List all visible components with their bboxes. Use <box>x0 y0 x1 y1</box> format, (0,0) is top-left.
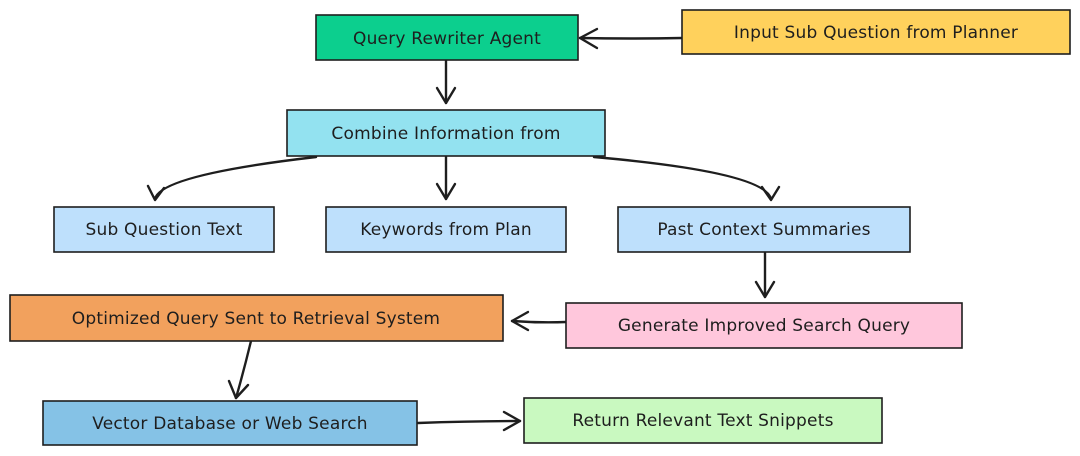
edges <box>146 27 781 432</box>
edge-combine-to-subquestion <box>146 155 318 202</box>
node-keywords-from-plan-label: Keywords from Plan <box>360 220 532 240</box>
node-generate-improved-query-box <box>565 302 963 349</box>
node-sub-question-text: Sub Question Text <box>53 206 275 253</box>
node-generate-improved-query-label: Generate Improved Search Query <box>618 316 910 336</box>
edge-pastcontext-to-generate <box>754 251 776 299</box>
node-query-rewriter-agent-label: Query Rewriter Agent <box>353 29 541 49</box>
node-vector-database-box <box>42 400 418 446</box>
node-past-context-summaries: Past Context Summaries <box>617 206 911 253</box>
node-query-rewriter-agent-box <box>315 14 579 61</box>
edge-input-to-rewriter <box>578 27 684 50</box>
node-optimized-query-box <box>9 294 504 342</box>
node-sub-question-text-box <box>53 206 275 253</box>
edge-combine-to-pastcontext <box>592 155 781 202</box>
node-input-sub-question-box <box>681 9 1071 55</box>
node-optimized-query: Optimized Query Sent to Retrieval System <box>9 294 504 342</box>
node-vector-database: Vector Database or Web Search <box>42 400 418 446</box>
node-generate-improved-query: Generate Improved Search Query <box>565 302 963 349</box>
node-keywords-from-plan-box <box>325 206 567 253</box>
node-input-sub-question: Input Sub Question from Planner <box>681 9 1071 55</box>
edge-optimized-to-vector <box>227 339 253 400</box>
node-input-sub-question-label: Input Sub Question from Planner <box>734 23 1018 43</box>
edge-generate-to-optimized <box>510 310 568 332</box>
edge-vector-to-return <box>416 410 522 432</box>
edge-rewriter-to-combine <box>435 58 457 105</box>
node-past-context-summaries-box <box>617 206 911 253</box>
node-combine-information-label: Combine Information from <box>331 124 560 144</box>
node-query-rewriter-agent: Query Rewriter Agent <box>315 14 579 61</box>
node-return-snippets-label: Return Relevant Text Snippets <box>572 411 833 431</box>
node-combine-information: Combine Information from <box>286 109 606 157</box>
node-return-snippets-box <box>523 397 883 444</box>
node-combine-information-box <box>286 109 606 157</box>
node-keywords-from-plan: Keywords from Plan <box>325 206 567 253</box>
node-optimized-query-label: Optimized Query Sent to Retrieval System <box>72 309 440 329</box>
node-return-snippets: Return Relevant Text Snippets <box>523 397 883 444</box>
edge-combine-to-keywords <box>435 155 457 201</box>
node-sub-question-text-label: Sub Question Text <box>86 220 243 240</box>
node-past-context-summaries-label: Past Context Summaries <box>657 220 870 240</box>
node-vector-database-label: Vector Database or Web Search <box>92 414 368 434</box>
